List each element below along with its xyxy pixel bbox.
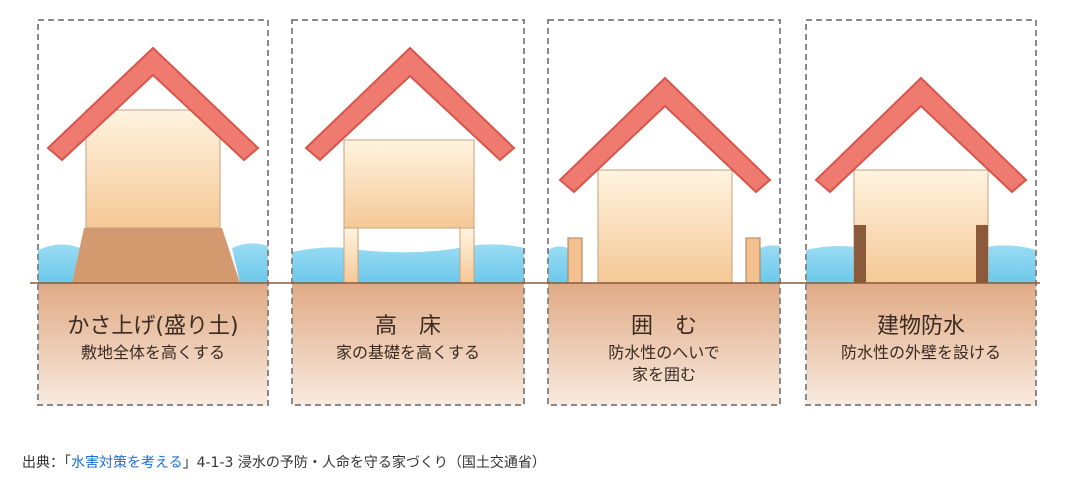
water-left <box>548 246 568 283</box>
panel-description: 家を囲む <box>631 365 696 384</box>
flood-measures-diagram <box>30 19 1040 406</box>
mound <box>72 228 240 283</box>
panel-title: 囲 む <box>630 314 697 339</box>
house-wall <box>853 169 989 284</box>
waterproof-wall-left <box>854 225 866 283</box>
panel-title: 高 床 <box>374 314 441 339</box>
roof <box>814 76 1028 194</box>
panel-frame <box>291 19 525 406</box>
foundation-post-right <box>459 227 475 284</box>
house-wall <box>343 139 475 229</box>
house-wall <box>85 109 221 229</box>
panel-description: 家の基礎を高くする <box>335 343 480 362</box>
ground <box>806 283 1036 405</box>
panel-description: 防水性の外壁を設ける <box>840 343 1001 362</box>
caption-suffix: 」4-1-3 浸水の予防・人命を守る家づくり（国土交通省） <box>182 455 546 471</box>
water-right <box>232 243 268 283</box>
roof <box>304 46 516 162</box>
house-wall <box>597 169 733 284</box>
waterproof-wall-right <box>976 225 988 283</box>
roof <box>46 46 260 162</box>
source-caption: 出典：「水害対策を考える」4-1-3 浸水の予防・人命を守る家づくり（国土交通省… <box>22 452 546 472</box>
ground <box>548 283 780 405</box>
source-link[interactable]: 水害対策を考える <box>71 455 183 471</box>
panel-raise-ground <box>37 19 269 406</box>
panel-frame <box>547 19 781 406</box>
panel-title: かさ上げ(盛り土) <box>67 314 239 339</box>
panel-frame <box>37 19 269 406</box>
panel-waterproof-building <box>805 19 1037 406</box>
flood-wall-left <box>567 237 583 284</box>
roof <box>558 76 772 194</box>
water-right <box>760 245 780 283</box>
flood-wall-right <box>745 237 761 284</box>
panel-description: 敷地全体を高くする <box>80 343 225 362</box>
panel-description: 防水性のへいで <box>608 343 720 362</box>
panel-title: 建物防水 <box>876 314 965 339</box>
foundation-post-left <box>343 227 359 284</box>
panel-enclose <box>547 19 781 406</box>
water-left <box>38 244 80 283</box>
water <box>292 244 524 283</box>
panel-frame <box>805 19 1037 406</box>
ground <box>38 283 268 405</box>
ground <box>292 283 524 405</box>
caption-prefix: 出典：「 <box>22 455 71 471</box>
panel-raised-floor <box>291 19 525 406</box>
